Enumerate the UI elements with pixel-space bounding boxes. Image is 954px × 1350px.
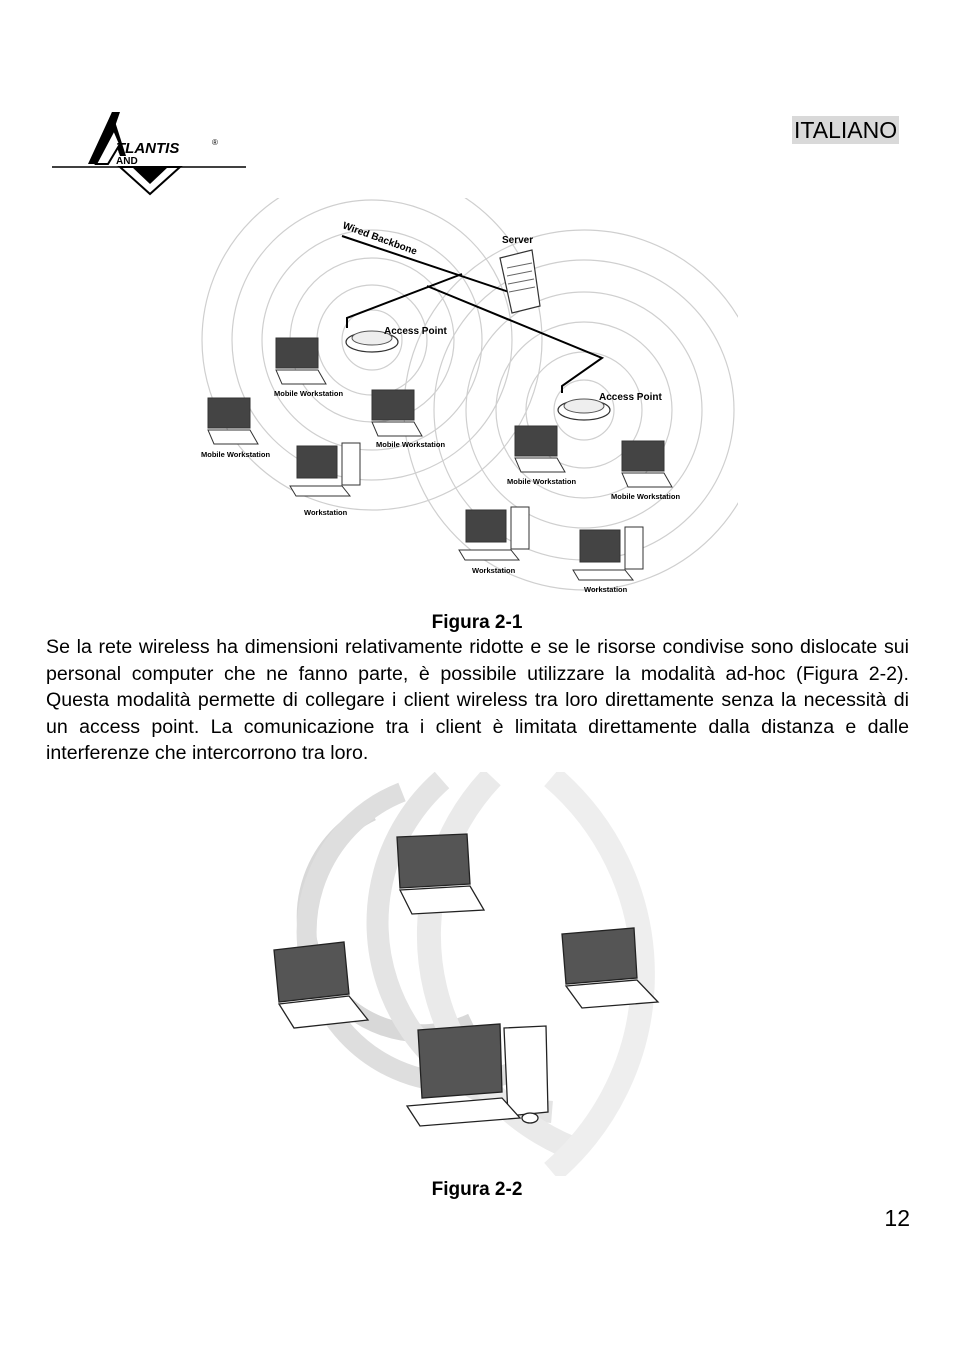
- server-label: Server: [502, 235, 533, 246]
- laptop-icon: [273, 941, 370, 1029]
- figure-2-2-caption: Figura 2-2: [431, 1179, 523, 1200]
- mobile-workstation-label: Mobile Workstation: [274, 389, 343, 398]
- mobile-workstation-label: Mobile Workstation: [611, 492, 680, 501]
- laptop-icon: [514, 425, 566, 473]
- svg-text:AND: AND: [116, 156, 138, 167]
- atlantis-logo: TLANTIS ® AND: [50, 104, 250, 199]
- desktop-workstation-icon: [572, 526, 644, 581]
- laptop-icon: [207, 397, 259, 445]
- mobile-workstation-label: Mobile Workstation: [376, 440, 445, 449]
- workstation-label: Workstation: [304, 508, 348, 517]
- svg-text:®: ®: [212, 138, 218, 147]
- svg-text:TLANTIS: TLANTIS: [116, 140, 179, 157]
- mobile-workstation-label: Mobile Workstation: [507, 477, 576, 486]
- figure-2-1-caption: Figura 2-1: [431, 612, 523, 633]
- access-point-2-label: Access Point: [599, 392, 662, 403]
- laptop-icon: [621, 440, 673, 488]
- laptop-icon: [371, 389, 423, 437]
- laptop-icon: [396, 833, 486, 915]
- figure-2-1-diagram: Wired Backbone Server Access Point Acces…: [182, 169, 765, 610]
- server-icon: [499, 249, 541, 314]
- figure-2-2-diagram: [252, 772, 684, 1176]
- laptop-icon: [275, 337, 327, 385]
- mobile-workstation-label: Mobile Workstation: [201, 450, 270, 459]
- language-label: ITALIANO: [792, 116, 900, 144]
- access-point-icon: [345, 330, 399, 353]
- access-point-1-label: Access Point: [384, 326, 447, 337]
- desktop-workstation-icon: [405, 1023, 549, 1127]
- workstation-label: Workstation: [584, 585, 628, 594]
- desktop-workstation-icon: [289, 442, 361, 497]
- desktop-workstation-icon: [458, 506, 530, 561]
- page-number: 12: [884, 1205, 910, 1231]
- access-point-icon: [557, 398, 611, 421]
- workstation-label: Workstation: [472, 566, 516, 575]
- laptop-icon: [561, 927, 660, 1009]
- body-paragraph: Se la rete wireless ha dimensioni relati…: [46, 636, 909, 764]
